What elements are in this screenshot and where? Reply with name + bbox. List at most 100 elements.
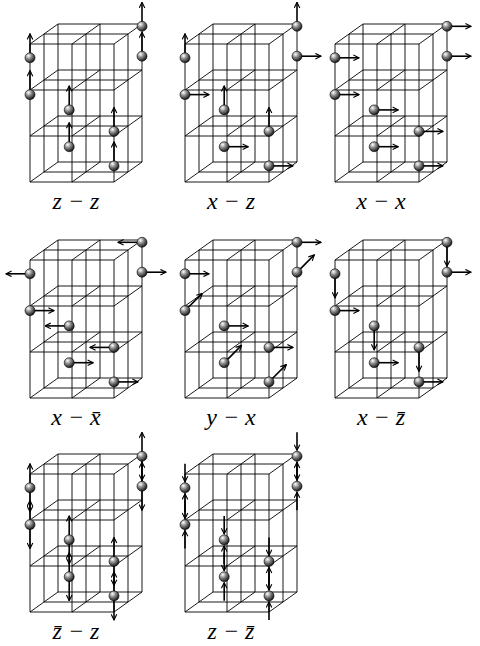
- spin-arrow: [296, 2, 298, 22]
- lattice-line: [185, 566, 269, 567]
- lattice-line: [335, 398, 419, 399]
- spin-arrow: [29, 492, 31, 512]
- spin-arrow: [184, 494, 186, 512]
- lattice-line: [363, 286, 447, 287]
- spin-arrow: [268, 567, 270, 585]
- atom-sphere: [109, 342, 119, 352]
- panel-caption: x − z: [205, 188, 257, 214]
- spin-arrow: [141, 432, 143, 452]
- lattice-line: [363, 332, 447, 333]
- atom-sphere: [109, 126, 119, 136]
- atom-sphere: [64, 321, 74, 331]
- spin-arrow: [228, 325, 248, 327]
- lattice-line: [297, 24, 298, 162]
- atom-sphere: [137, 481, 147, 491]
- spin-arrow: [68, 86, 70, 106]
- spin-arrow: [273, 165, 293, 167]
- lattice-line: [185, 90, 269, 91]
- atom-sphere: [330, 90, 340, 100]
- lattice-line: [335, 352, 419, 353]
- lattice-line: [30, 520, 114, 521]
- atom-sphere: [180, 520, 190, 530]
- spin-arrow: [29, 464, 31, 484]
- spin-arrow: [227, 345, 241, 359]
- lattice-line: [199, 34, 200, 172]
- spin-arrow: [423, 165, 443, 167]
- atom-sphere: [292, 51, 302, 61]
- atom-sphere: [264, 342, 274, 352]
- spin-arrow: [451, 25, 471, 27]
- spin-arrow: [113, 107, 115, 127]
- lattice-line: [199, 464, 200, 602]
- spin-arrow: [418, 351, 420, 371]
- lattice-line: [363, 240, 447, 241]
- lattice-line: [128, 34, 129, 172]
- lattice-line: [30, 352, 114, 353]
- spin-arrow: [141, 32, 143, 52]
- lattice-line: [44, 172, 128, 173]
- atom-sphere: [137, 267, 147, 277]
- lattice-line: [241, 464, 242, 602]
- lattice-line: [213, 24, 297, 25]
- atom-sphere: [64, 572, 74, 582]
- lattice-line: [185, 352, 269, 353]
- lattice-line: [44, 510, 128, 511]
- lattice-line: [213, 378, 297, 379]
- atom-sphere: [369, 105, 379, 115]
- spin-arrow: [300, 255, 314, 269]
- atom-sphere: [292, 237, 302, 247]
- lattice-line: [363, 378, 447, 379]
- spin-lattice: [330, 237, 471, 398]
- panel-caption: z − z: [51, 188, 102, 214]
- atom-sphere: [180, 53, 190, 63]
- lattice-line: [185, 474, 269, 475]
- atom-sphere: [219, 105, 229, 115]
- spin-arrow: [118, 242, 138, 244]
- spin-arrow: [301, 242, 321, 244]
- atom-sphere: [292, 451, 302, 461]
- spin-lattice: [25, 2, 147, 182]
- atom-sphere: [180, 483, 190, 493]
- atom-sphere: [219, 572, 229, 582]
- lattice-line: [44, 296, 128, 297]
- lattice-line: [199, 250, 200, 388]
- lattice-line: [44, 464, 128, 465]
- spin-arrow: [68, 581, 70, 601]
- lattice-line: [44, 464, 45, 602]
- spin-arrow: [296, 462, 298, 480]
- spin-arrow: [141, 460, 143, 480]
- atom-sphere: [64, 535, 74, 545]
- spin-arrow: [339, 57, 359, 59]
- lattice-line: [241, 250, 242, 388]
- lattice-line: [185, 182, 269, 183]
- atom-sphere: [330, 306, 340, 316]
- lattice-line: [30, 474, 31, 612]
- lattice-line: [335, 44, 336, 182]
- lattice-line: [213, 70, 297, 71]
- spin-arrow: [184, 464, 186, 482]
- atom-sphere: [109, 556, 119, 566]
- atom-sphere: [219, 142, 229, 152]
- lattice-line: [86, 34, 87, 172]
- lattice-line: [363, 70, 447, 71]
- lattice-line: [58, 240, 59, 378]
- spin-arrow: [34, 310, 54, 312]
- spin-arrow: [334, 278, 336, 298]
- spin-lattice: [180, 432, 302, 620]
- lattice-line: [30, 474, 114, 475]
- atom-sphere: [109, 161, 119, 171]
- lattice-line: [30, 182, 114, 183]
- lattice-line: [447, 240, 448, 378]
- panel-caption: z − z̄: [206, 618, 257, 644]
- spin-arrow: [296, 432, 298, 450]
- atom-sphere: [25, 269, 35, 279]
- lattice-line: [213, 592, 297, 593]
- lattice-line: [185, 136, 269, 137]
- spin-arrow: [6, 273, 26, 275]
- spin-arrow: [223, 583, 225, 601]
- atom-sphere: [369, 358, 379, 368]
- panel-caption: x − x: [354, 188, 408, 214]
- lattice-line: [185, 260, 186, 398]
- atom-sphere: [219, 535, 229, 545]
